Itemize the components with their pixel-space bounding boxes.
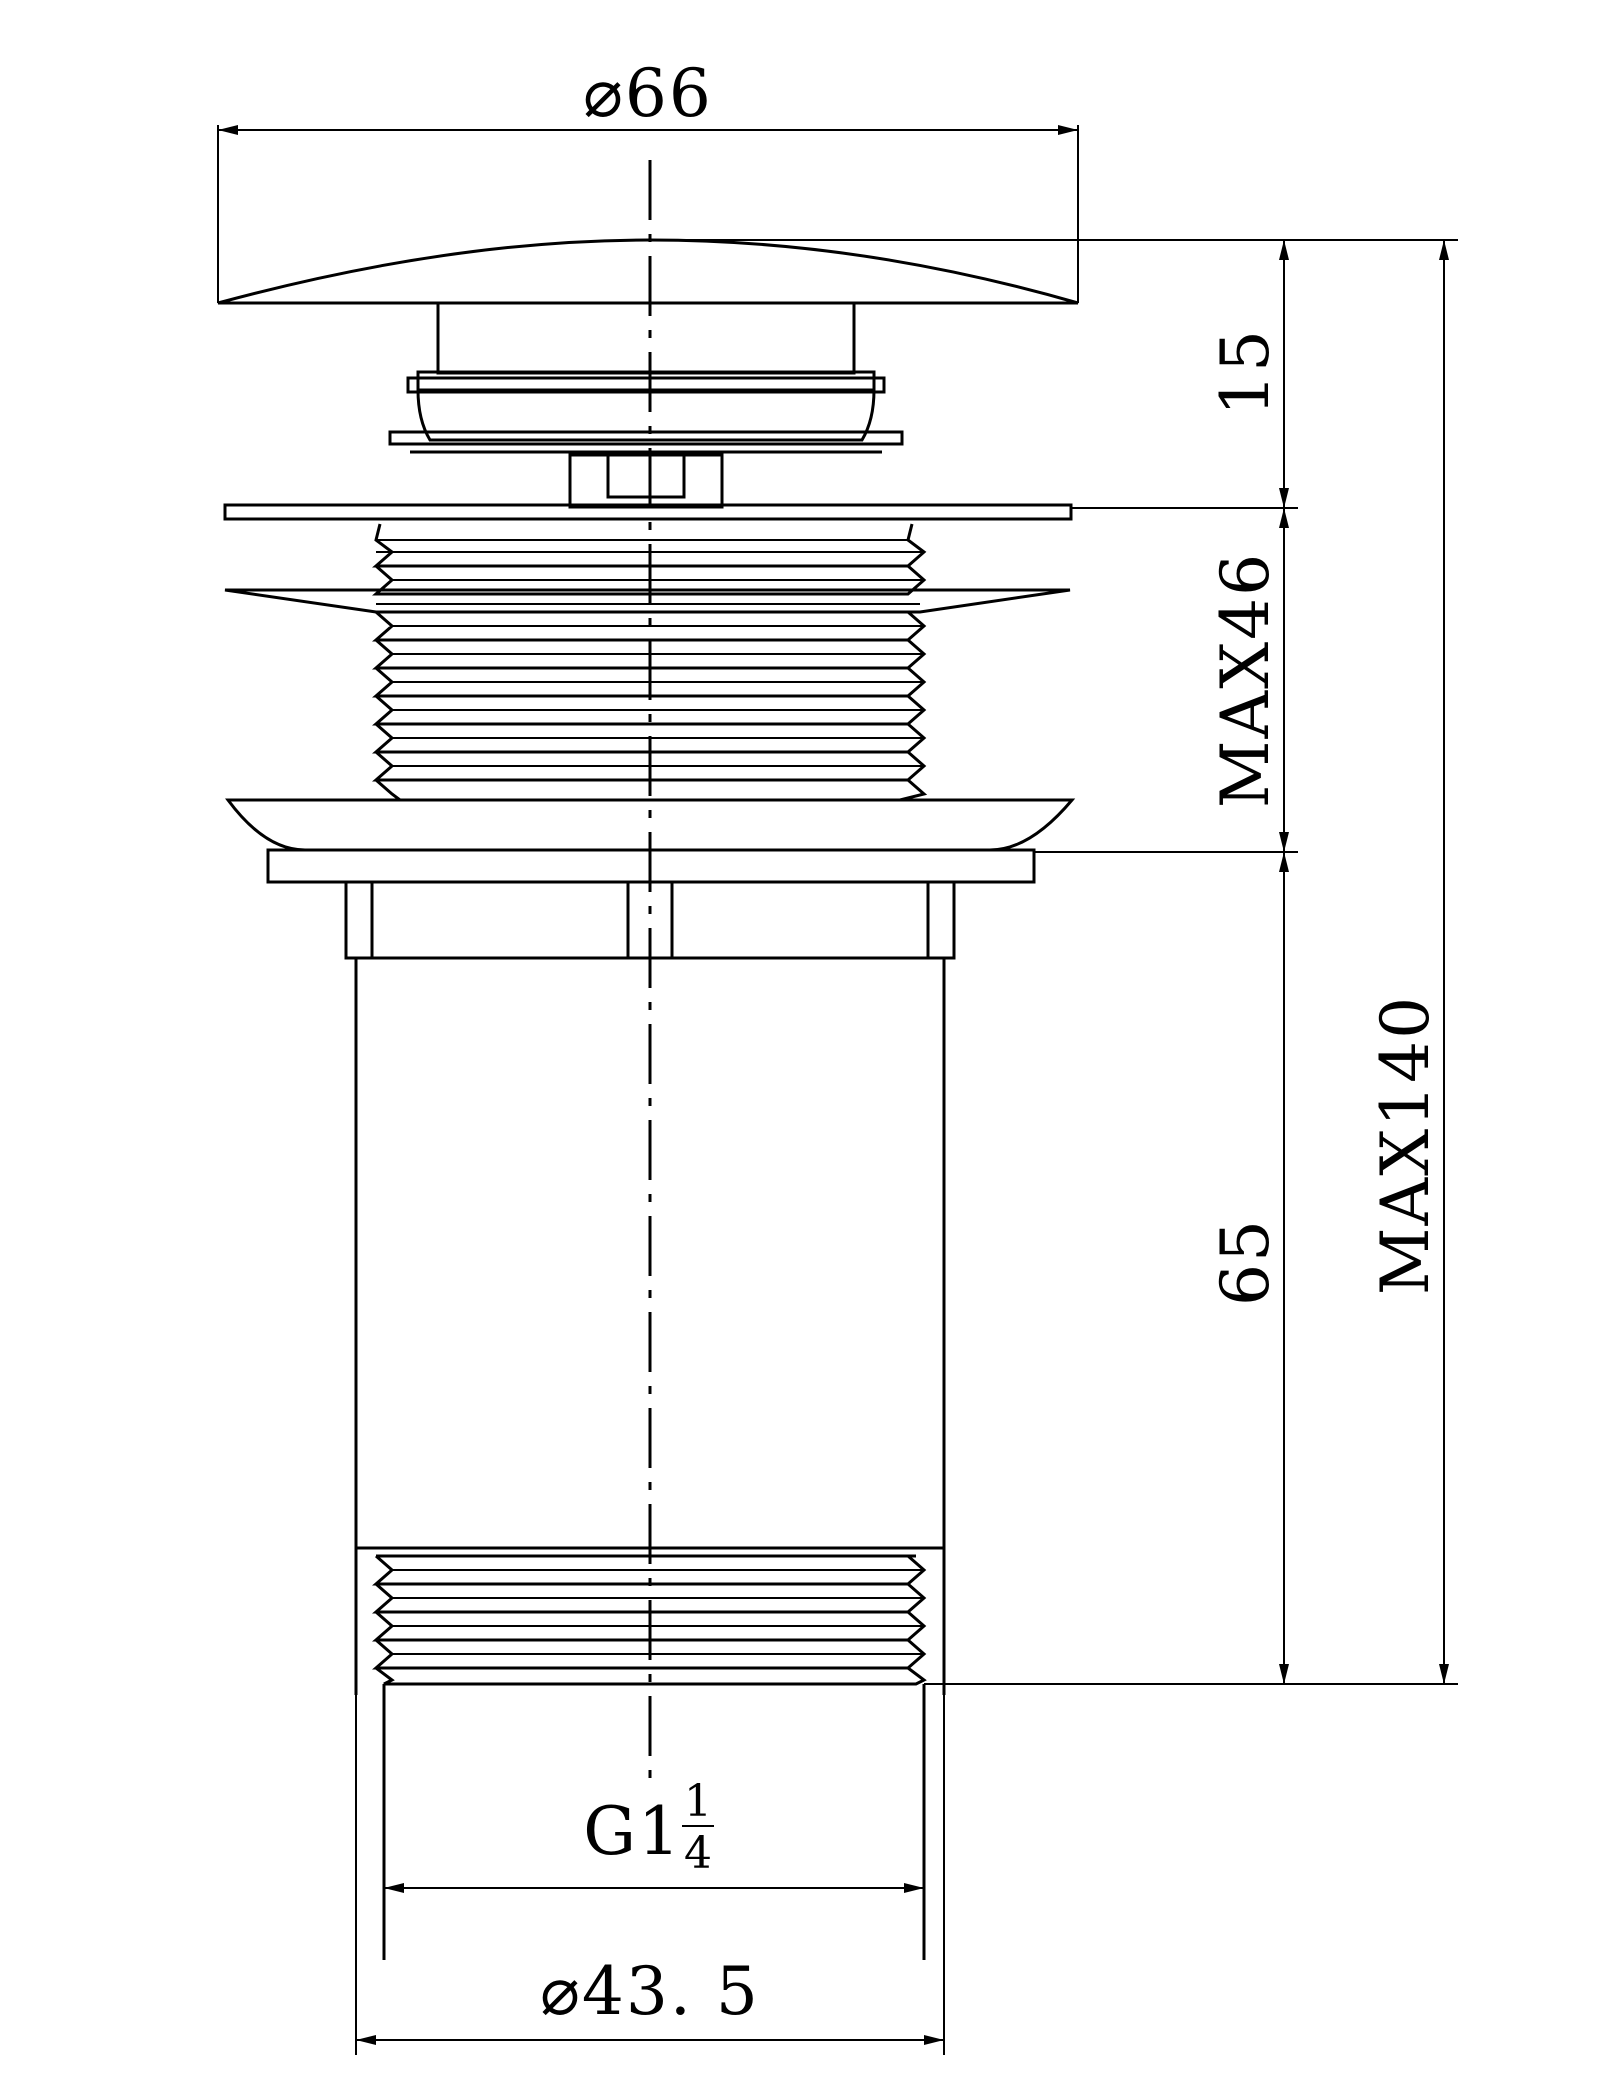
- middle-washer: [224, 588, 1071, 614]
- dim-cap-height: 15: [1207, 240, 1289, 508]
- bottom-thread: [372, 1554, 927, 1960]
- dim-thread-size: G1 1 4: [384, 1776, 924, 1893]
- dim-clamp-range-label: MAX46: [1207, 552, 1284, 808]
- dim-cap-diameter-label: ⌀66: [583, 55, 713, 132]
- dim-body-length: 65: [1207, 852, 1289, 1684]
- cap-stem: [388, 301, 904, 509]
- dim-thread-size-main: G1: [583, 1793, 682, 1870]
- main-thread: [372, 610, 928, 802]
- dim-overall-length: MAX140: [1367, 240, 1449, 1684]
- pop-up-cap: [217, 238, 1079, 305]
- dim-outer-diameter-label: ⌀43. 5: [540, 1953, 760, 2030]
- dim-cap-height-label: 15: [1207, 328, 1284, 416]
- dim-overall-length-label: MAX140: [1367, 995, 1444, 1295]
- upper-thread: [372, 517, 927, 596]
- dim-thread-size-numerator: 1: [684, 1776, 712, 1827]
- dim-extension-lines: [650, 239, 1458, 1685]
- dim-body-length-label: 65: [1207, 1218, 1284, 1306]
- dim-cap-diameter: ⌀66: [217, 55, 1079, 303]
- dim-thread-size-denominator: 4: [684, 1828, 712, 1879]
- dim-clamp-range: MAX46: [1207, 508, 1289, 852]
- dim-outer-diameter: ⌀43. 5: [355, 1695, 945, 2055]
